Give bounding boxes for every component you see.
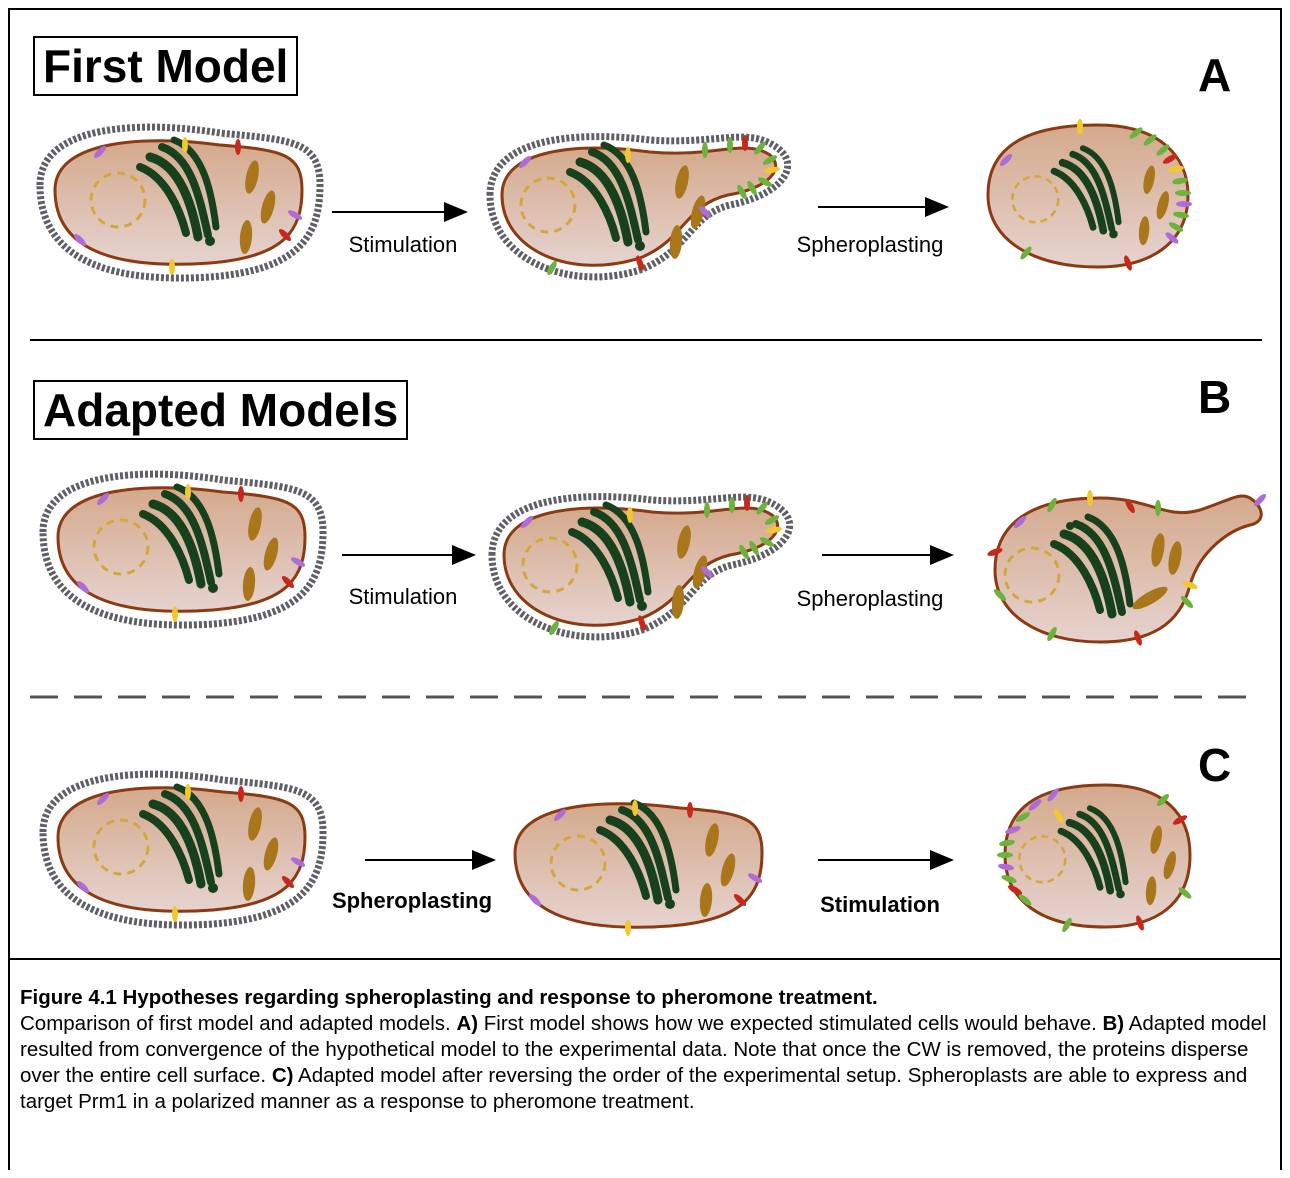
panel-a-letter: A — [1198, 48, 1231, 102]
panel-b-cell-1 — [43, 474, 323, 625]
figure-caption: Figure 4.1 Hypotheses regarding spheropl… — [20, 985, 1275, 1115]
panel-a-arrow1-label: Stimulation — [303, 232, 503, 258]
caption-intro: Comparison of first model and adapted mo… — [20, 1012, 456, 1035]
caption-a-text: First model shows how we expected stimul… — [478, 1012, 1102, 1035]
panel-c-cell-2 — [515, 800, 763, 936]
panel-a-cell-3 — [988, 119, 1192, 272]
panel-b-letter: B — [1198, 370, 1231, 424]
first-model-title: First Model — [33, 36, 298, 96]
panel-c-letter: C — [1198, 738, 1231, 792]
panel-b-cell-2 — [492, 495, 790, 637]
caption-border-right — [1280, 958, 1282, 1170]
panel-c-arrow2-label: Stimulation — [780, 892, 980, 918]
panel-c-cell-1 — [43, 774, 323, 925]
panel-a-cell-2 — [490, 135, 788, 277]
caption-border-left — [8, 958, 10, 1170]
adapted-models-title: Adapted Models — [33, 380, 408, 440]
panel-c-arrow1-label: Spheroplasting — [312, 888, 512, 914]
panel-b-arrow1-label: Stimulation — [303, 584, 503, 610]
panel-a-cell-1 — [40, 127, 320, 278]
model-diagram — [0, 0, 1290, 960]
caption-heading: Figure 4.1 Hypotheses regarding spheropl… — [20, 986, 878, 1009]
panel-a-arrow2-label: Spheroplasting — [770, 232, 970, 258]
panel-c-cell-3 — [997, 785, 1193, 933]
caption-c-label: C) — [272, 1064, 294, 1087]
caption-b-label: B) — [1103, 1012, 1125, 1035]
caption-a-label: A) — [456, 1012, 478, 1035]
panel-b-arrow2-label: Spheroplasting — [770, 586, 970, 612]
panel-b-cell-3 — [986, 490, 1267, 647]
